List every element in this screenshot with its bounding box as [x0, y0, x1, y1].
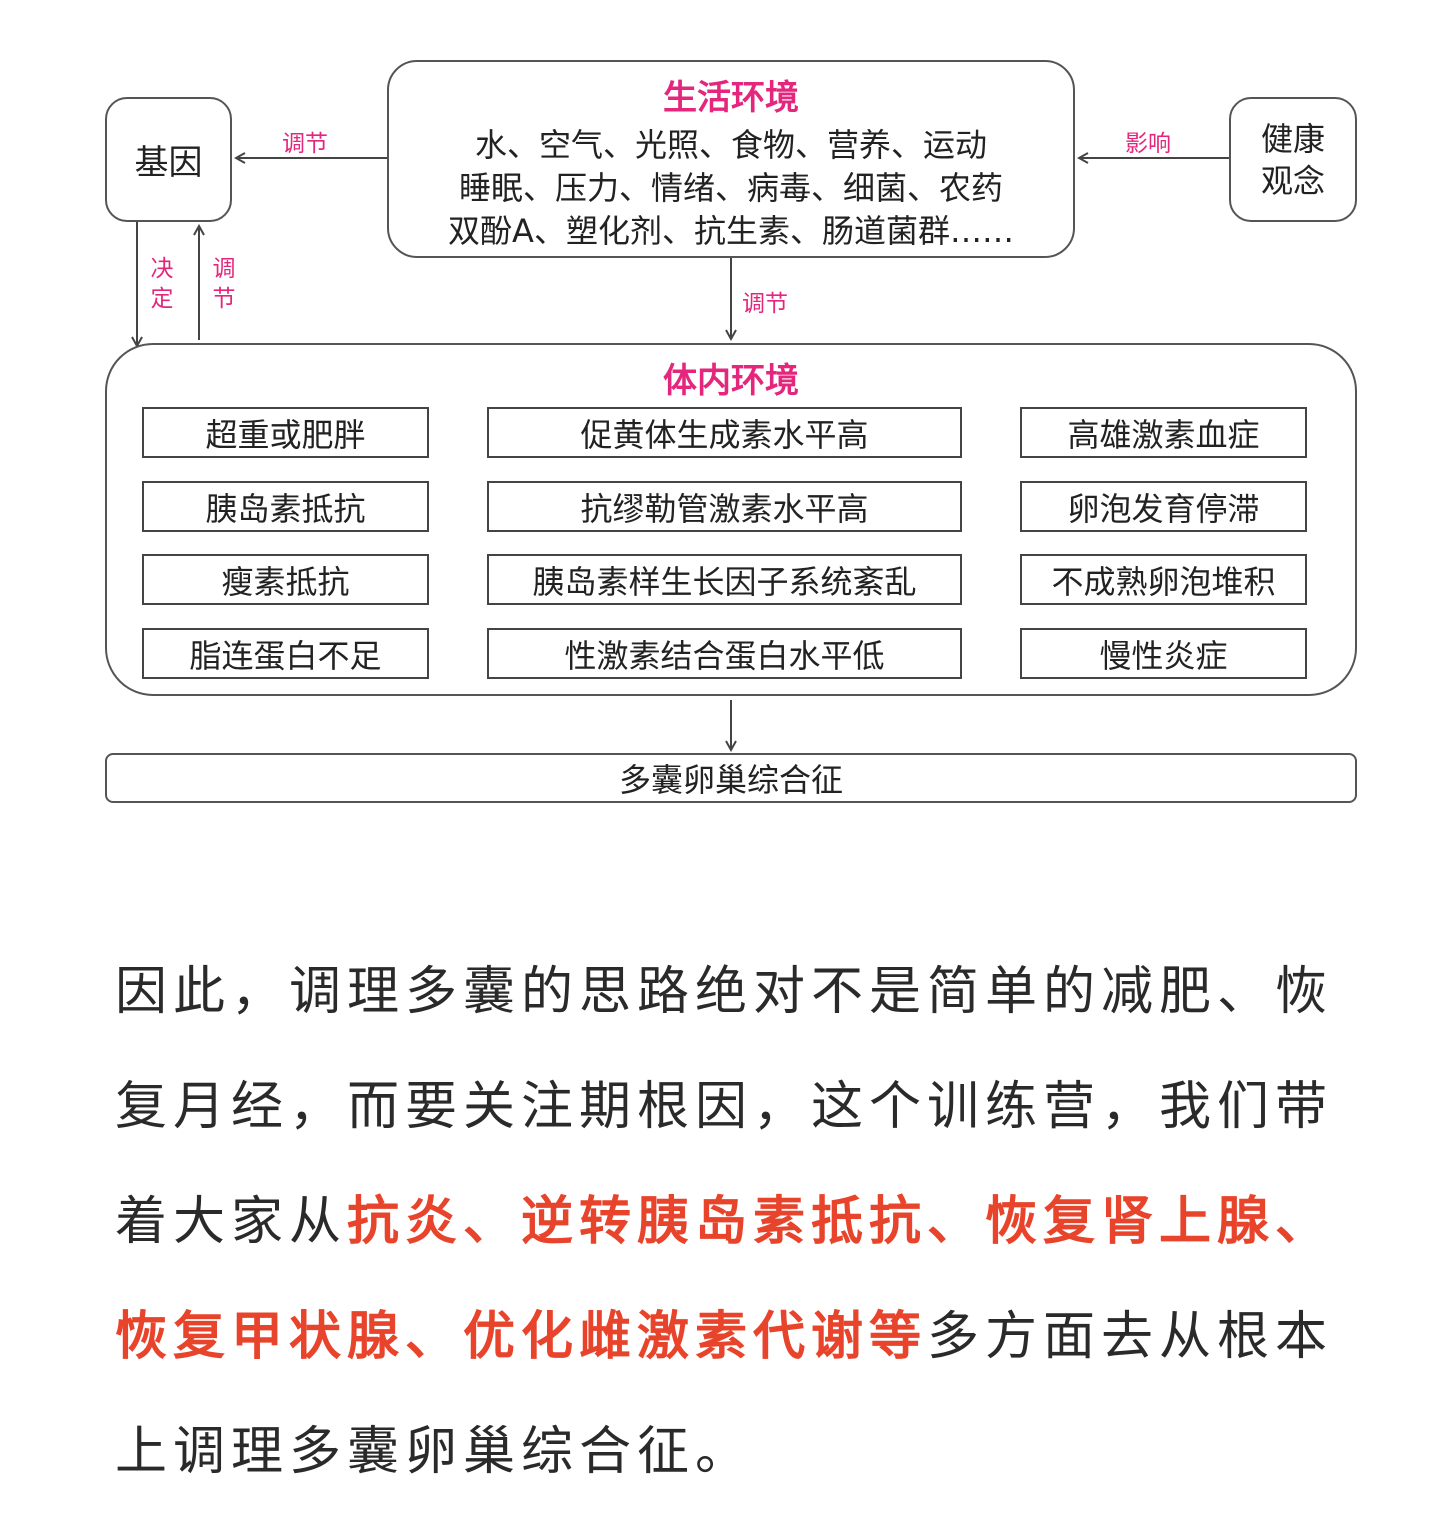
- health-concept-line-2: 观念: [1260, 161, 1325, 200]
- body-paragraph: 因此，调理多囊的思路绝对不是简单的减肥、恢复月经，而要关注期根因，这个训练营，我…: [115, 935, 1335, 1510]
- factor-box: 促黄体生成素水平高: [487, 407, 962, 458]
- factor-box: 卵泡发育停滞: [1020, 481, 1307, 532]
- edge-label-health-to-env: 影响: [1125, 131, 1171, 157]
- health-concept-line-1: 健康: [1260, 119, 1325, 158]
- factor-box: 胰岛素抵抗: [142, 481, 429, 532]
- living-environment-title: 生活环境: [663, 78, 799, 118]
- edge-label-gene-to-internal: 决定: [150, 256, 174, 312]
- factor-box: 胰岛素样生长因子系统紊乱: [487, 554, 962, 605]
- gene-label: 基因: [134, 143, 203, 183]
- factor-box: 高雄激素血症: [1020, 407, 1307, 458]
- gene-node: 基因: [105, 97, 232, 222]
- living-environment-line-1: 水、空气、光照、食物、营养、运动: [474, 126, 987, 164]
- factor-box: 瘦素抵抗: [142, 554, 429, 605]
- living-environment-line-2: 睡眠、压力、情绪、病毒、细菌、农药: [458, 169, 1003, 207]
- internal-environment-title: 体内环境: [663, 361, 799, 401]
- factor-box: 脂连蛋白不足: [142, 628, 429, 679]
- factor-box: 抗缪勒管激素水平高: [487, 481, 962, 532]
- factor-box: 慢性炎症: [1020, 628, 1307, 679]
- edge-label-internal-to-gene: 调节: [212, 256, 236, 312]
- internal-environment-node: 体内环境 超重或肥胖 促黄体生成素水平高 高雄激素血症 胰岛素抵抗 抗缪勒管激素…: [105, 343, 1357, 696]
- paragraph-intro: 因此，调理多囊的思路绝对不是简单的减肥、恢复月经，而要关注期根因，这个训练营，我…: [115, 962, 1334, 1252]
- edge-label-env-to-gene: 调节: [282, 131, 328, 157]
- factor-box: 性激素结合蛋白水平低: [487, 628, 962, 679]
- arrows-layer: [0, 0, 1229, 820]
- health-concept-node: 健康 观念: [1229, 97, 1357, 222]
- edge-label-env-to-internal: 调节: [742, 291, 788, 317]
- factor-box: 不成熟卵泡堆积: [1020, 554, 1307, 605]
- pcos-outcome-node: 多囊卵巢综合征: [105, 753, 1357, 803]
- living-environment-line-3: 双酚A、塑化剂、抗生素、肠道菌群……: [448, 212, 1014, 250]
- pcos-outcome-label: 多囊卵巢综合征: [618, 761, 843, 799]
- living-environment-node: 生活环境 水、空气、光照、食物、营养、运动 睡眠、压力、情绪、病毒、细菌、农药 …: [387, 60, 1075, 258]
- factor-box: 超重或肥胖: [142, 407, 429, 458]
- paragraph-highlight: 抗炎、逆转胰岛素抵抗、恢复肾上腺、恢复甲状腺、优化雌激素代谢等: [115, 1192, 1334, 1367]
- paragraph-outro: 多方面去从根本上调理多囊卵巢综合征。: [115, 1307, 1334, 1482]
